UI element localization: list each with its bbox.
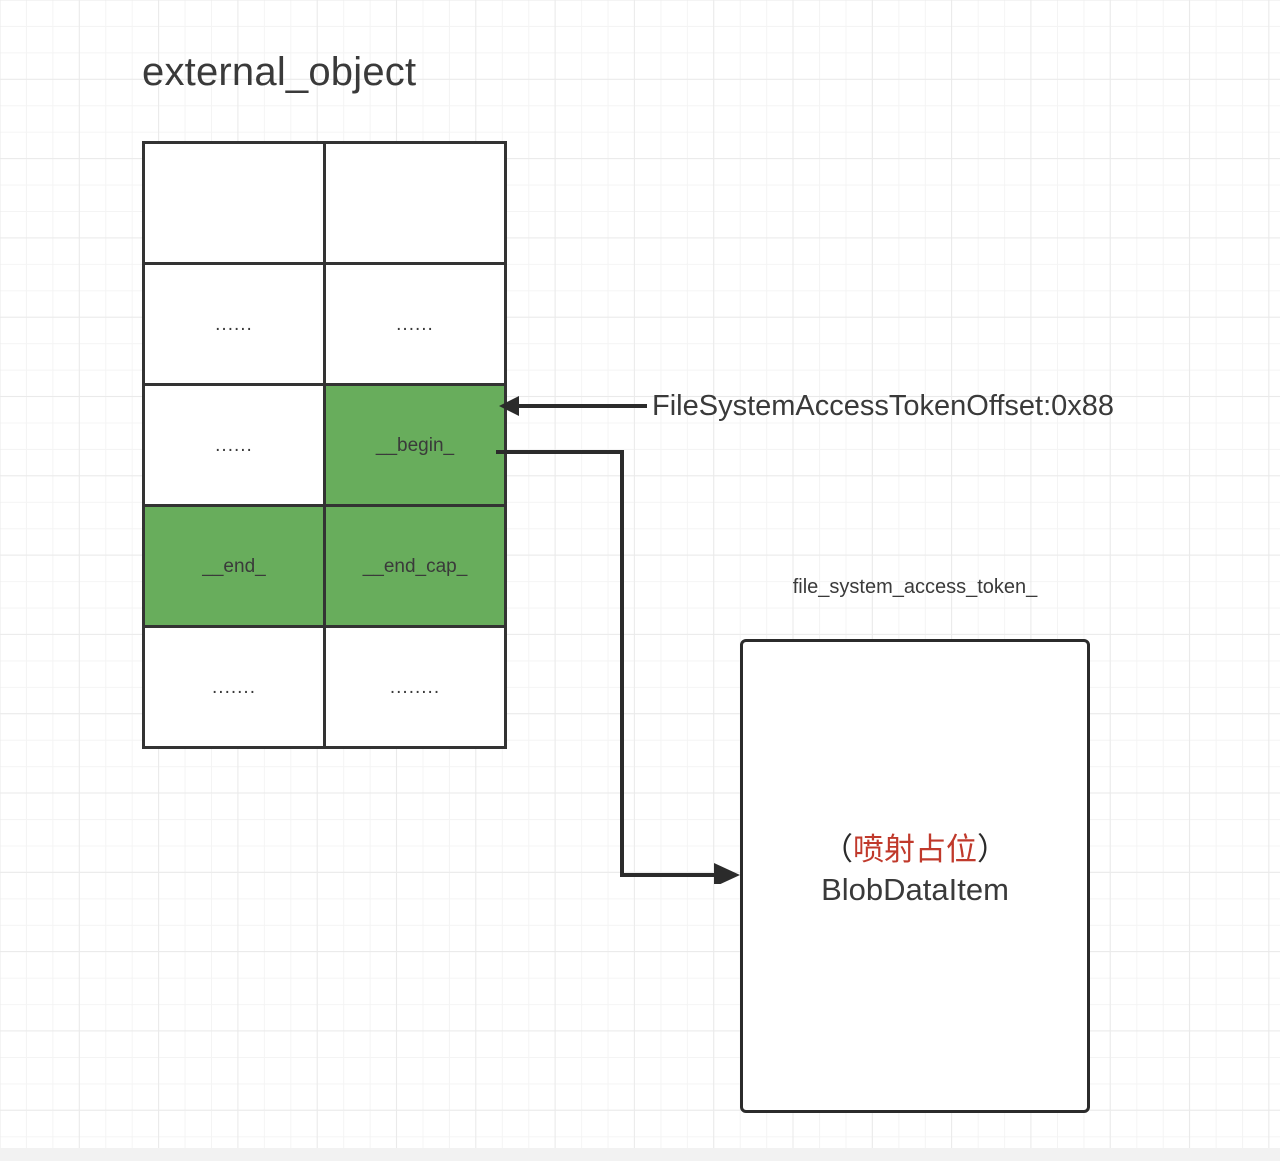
external-object-struct-table: ...... ...... ...... __begin_ __end_ (142, 141, 507, 749)
struct-cell-label: __end_cap_ (362, 555, 468, 577)
struct-cell-label: ...... (215, 313, 253, 335)
offset-arrow-icon (499, 396, 647, 416)
blob-spray-placeholder-line: （喷射占位） (740, 830, 1090, 870)
struct-cell-label: ........ (389, 676, 441, 698)
page-title: external_object (142, 50, 417, 94)
close-paren: ） (977, 832, 1008, 867)
table-row: __end_ __end_cap_ (142, 504, 507, 628)
table-row (142, 141, 507, 265)
begin-to-blob-connector-icon (496, 450, 740, 884)
blob-box-caption: file_system_access_token_ (792, 576, 1038, 598)
struct-cell-r1c1: ...... (323, 262, 507, 386)
struct-cell-begin: __begin_ (323, 383, 507, 507)
blob-data-item-box (740, 639, 1090, 1113)
struct-cell-label: ...... (215, 434, 253, 456)
struct-cell-label: ...... (396, 313, 434, 335)
canvas-bottom-strip (0, 1148, 1280, 1161)
struct-cell-label: __end_ (202, 555, 266, 577)
blob-type-name: BlobDataItem (821, 871, 1009, 907)
struct-cell-r0c0 (142, 141, 326, 265)
struct-cell-end-cap: __end_cap_ (323, 504, 507, 628)
open-paren: （ (822, 832, 853, 867)
blob-box-content: （喷射占位） BlobDataItem (740, 830, 1090, 909)
struct-cell-r4c1: ........ (323, 625, 507, 749)
struct-cell-label: ....... (212, 676, 256, 698)
struct-cell-r0c1 (323, 141, 507, 265)
spray-placeholder-text: 喷射占位 (853, 832, 977, 867)
table-row: ...... __begin_ (142, 383, 507, 507)
struct-cell-r4c0: ....... (142, 625, 326, 749)
struct-cell-r2c0: ...... (142, 383, 326, 507)
table-row: ....... ........ (142, 625, 507, 749)
struct-cell-label: __begin_ (375, 434, 455, 456)
offset-annotation-label: FileSystemAccessTokenOffset:0x88 (652, 390, 1115, 422)
struct-cell-end: __end_ (142, 504, 326, 628)
table-row: ...... ...... (142, 262, 507, 386)
struct-cell-r1c0: ...... (142, 262, 326, 386)
